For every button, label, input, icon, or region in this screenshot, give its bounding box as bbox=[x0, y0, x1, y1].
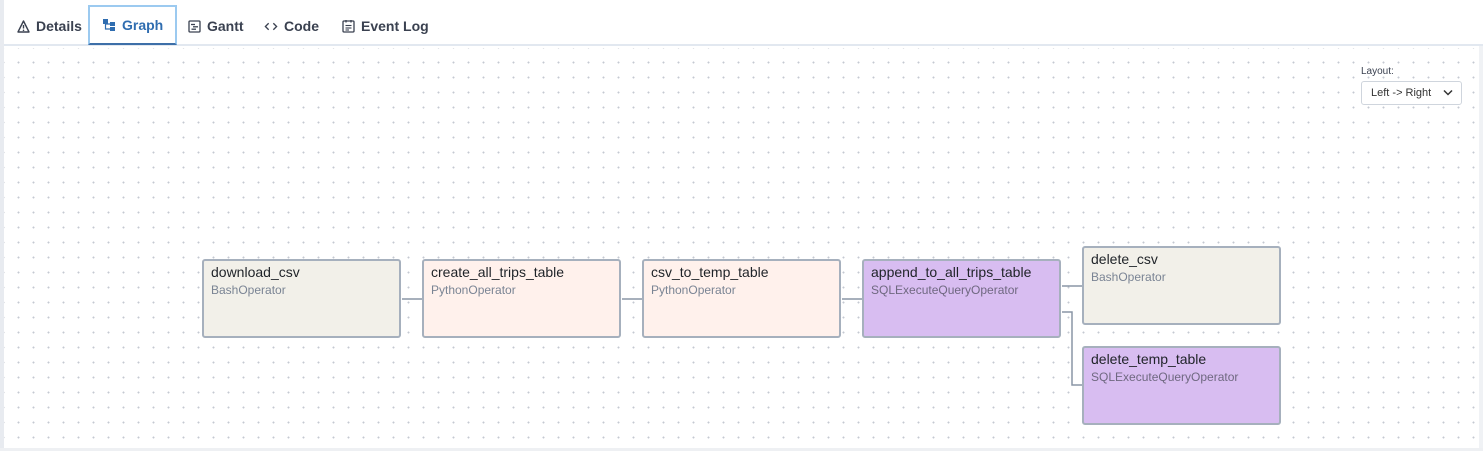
tab-event-log[interactable]: Event Log bbox=[341, 6, 429, 46]
task-name: download_csv bbox=[211, 264, 300, 280]
task-operator: SQLExecuteQueryOperator bbox=[1091, 370, 1239, 384]
task-operator: BashOperator bbox=[211, 283, 286, 297]
task-name: delete_csv bbox=[1091, 251, 1158, 267]
task-operator: PythonOperator bbox=[651, 283, 736, 297]
tab-event-log-label: Event Log bbox=[361, 18, 429, 34]
tab-gantt[interactable]: Gantt bbox=[187, 6, 244, 46]
left-edge bbox=[0, 0, 4, 451]
tab-bar: Details Graph Gantt Code Event Log bbox=[4, 0, 1483, 46]
tab-gantt-label: Gantt bbox=[207, 18, 244, 34]
task-node-csv-to-temp-table[interactable]: csv_to_temp_table PythonOperator bbox=[642, 259, 841, 338]
layout-selected-value: Left -> Right bbox=[1371, 87, 1432, 99]
tab-code[interactable]: Code bbox=[264, 6, 319, 46]
task-node-download-csv[interactable]: download_csv BashOperator bbox=[202, 259, 401, 338]
tab-details[interactable]: Details bbox=[16, 6, 82, 46]
chevron-down-icon bbox=[1443, 87, 1453, 99]
task-node-delete-temp-table[interactable]: delete_temp_table SQLExecuteQueryOperato… bbox=[1082, 346, 1281, 425]
warning-icon bbox=[16, 19, 30, 33]
gantt-icon bbox=[187, 19, 201, 33]
task-operator: PythonOperator bbox=[431, 283, 516, 297]
bottom-edge bbox=[0, 448, 1483, 451]
task-name: create_all_trips_table bbox=[431, 264, 565, 280]
tab-graph-label: Graph bbox=[122, 17, 164, 33]
tab-details-label: Details bbox=[36, 18, 82, 34]
layout-select[interactable]: Left -> Right bbox=[1361, 81, 1462, 105]
layout-control: Layout: Left -> Right bbox=[1361, 66, 1462, 105]
task-operator: BashOperator bbox=[1091, 270, 1166, 284]
right-edge bbox=[1479, 46, 1483, 451]
tab-graph[interactable]: Graph bbox=[88, 5, 178, 45]
tab-code-label: Code bbox=[284, 18, 319, 34]
layout-label: Layout: bbox=[1361, 66, 1394, 77]
graph-icon bbox=[102, 18, 116, 32]
task-name: append_to_all_trips_table bbox=[871, 264, 1032, 280]
task-node-delete-csv[interactable]: delete_csv BashOperator bbox=[1082, 246, 1281, 325]
task-node-create-all-trips-table[interactable]: create_all_trips_table PythonOperator bbox=[422, 259, 621, 338]
task-name: csv_to_temp_table bbox=[651, 264, 769, 280]
event-log-icon bbox=[341, 19, 355, 33]
task-name: delete_temp_table bbox=[1091, 351, 1207, 367]
task-node-append-to-all-trips-table[interactable]: append_to_all_trips_table SQLExecuteQuer… bbox=[862, 259, 1061, 338]
code-icon bbox=[264, 19, 278, 33]
task-operator: SQLExecuteQueryOperator bbox=[871, 283, 1019, 297]
